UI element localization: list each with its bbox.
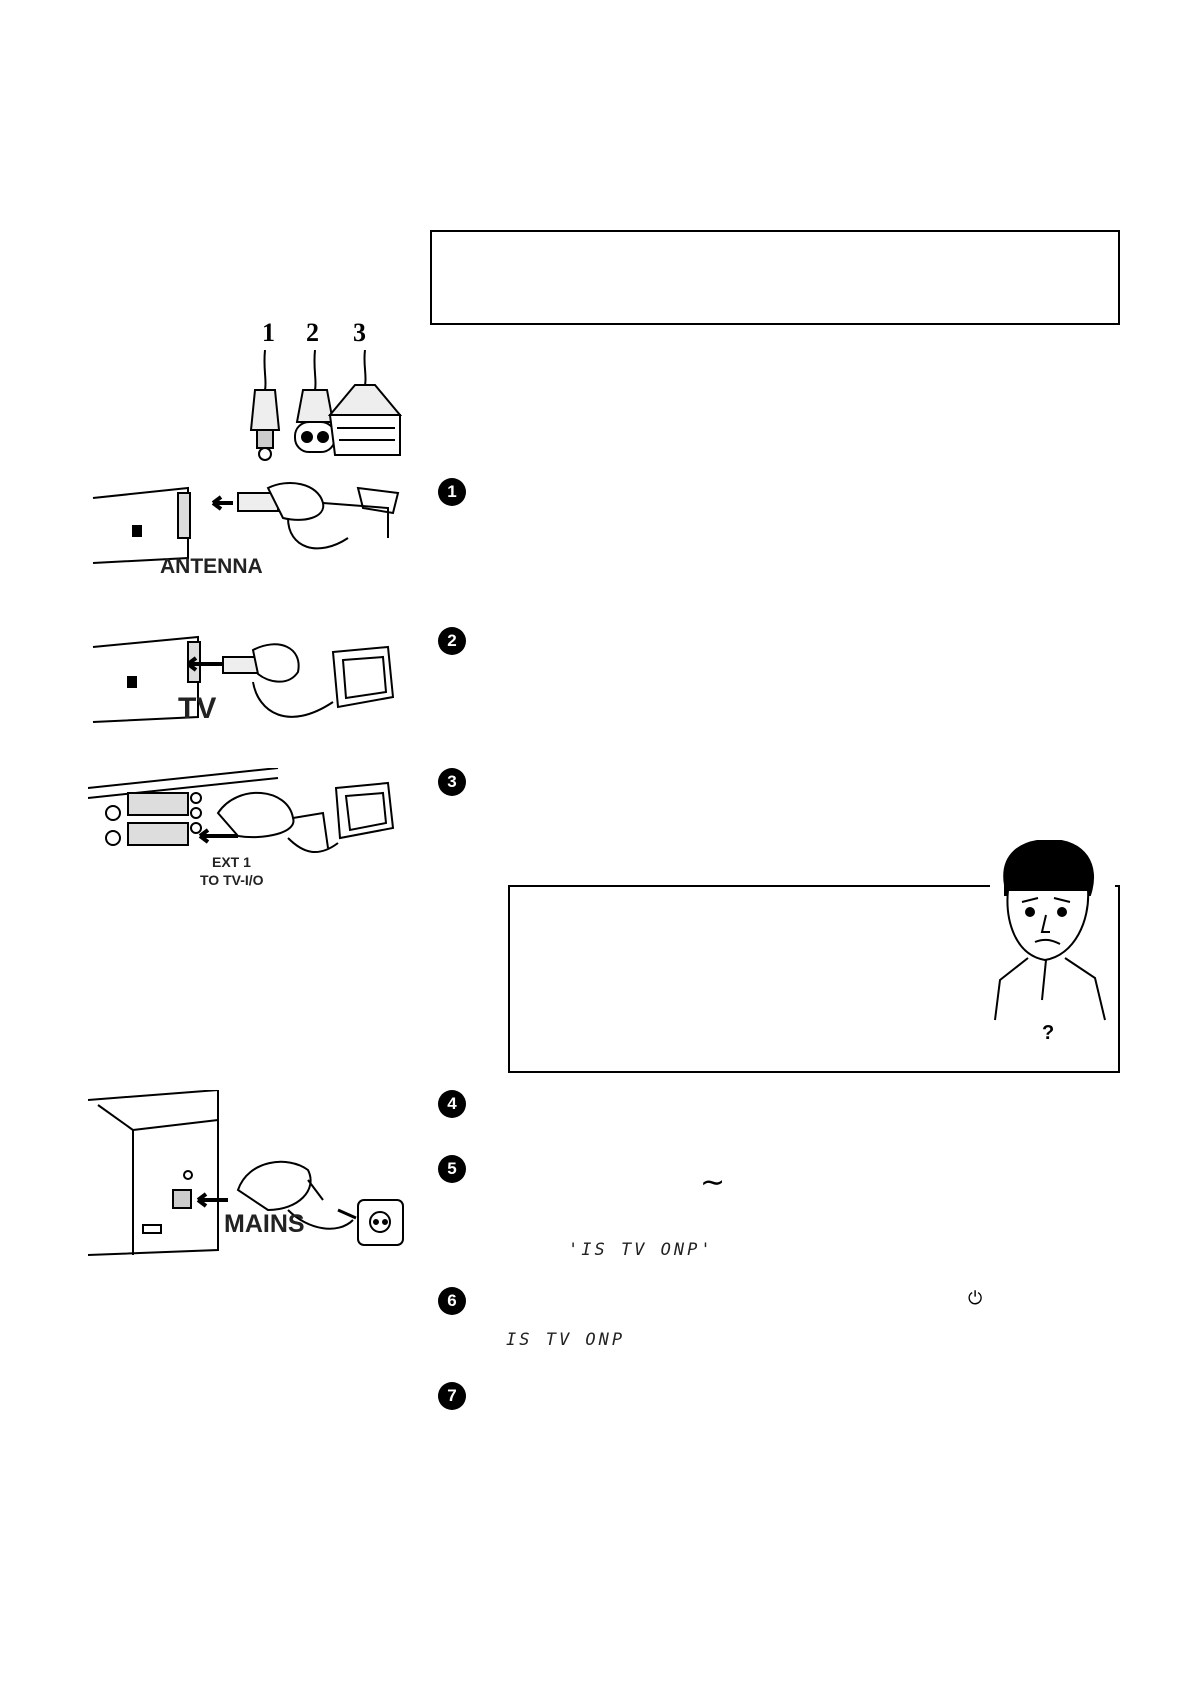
scart-ext1-illustration [88, 768, 403, 878]
step-4-badge: 4 [438, 1090, 466, 1118]
tv-caption: TV [178, 692, 217, 725]
step-6-badge: 6 [438, 1287, 466, 1315]
tip-question-mark: ? [1042, 1022, 1055, 1044]
tv-connection-illustration [88, 632, 403, 737]
ac-symbol-icon: ∼ [700, 1165, 726, 1200]
step-3-badge: 3 [438, 768, 466, 796]
note-box [430, 230, 1120, 325]
cable-number-1: 1 [262, 318, 275, 347]
ext1-caption-line1: EXT 1 [212, 854, 251, 870]
cable-connectors-illustration [235, 350, 415, 470]
antenna-caption: ANTENNA [160, 555, 263, 578]
step-5-badge: 5 [438, 1155, 466, 1183]
confused-man-icon [990, 840, 1115, 1040]
ext1-caption-line2: TO TV-I/O [200, 872, 264, 888]
display-text-2: IS TV ONP [506, 1330, 626, 1350]
cable-number-3: 3 [353, 318, 366, 347]
standby-icon: ⏻ [968, 1288, 983, 1309]
mains-illustration [88, 1090, 408, 1260]
antenna-illustration [88, 478, 408, 573]
cable-number-2: 2 [306, 318, 319, 347]
display-text-1: 'IS TV ONP' [568, 1240, 714, 1260]
mains-caption: MAINS [224, 1210, 305, 1238]
step-2-badge: 2 [438, 627, 466, 655]
step-1-badge: 1 [438, 478, 466, 506]
step-7-badge: 7 [438, 1382, 466, 1410]
